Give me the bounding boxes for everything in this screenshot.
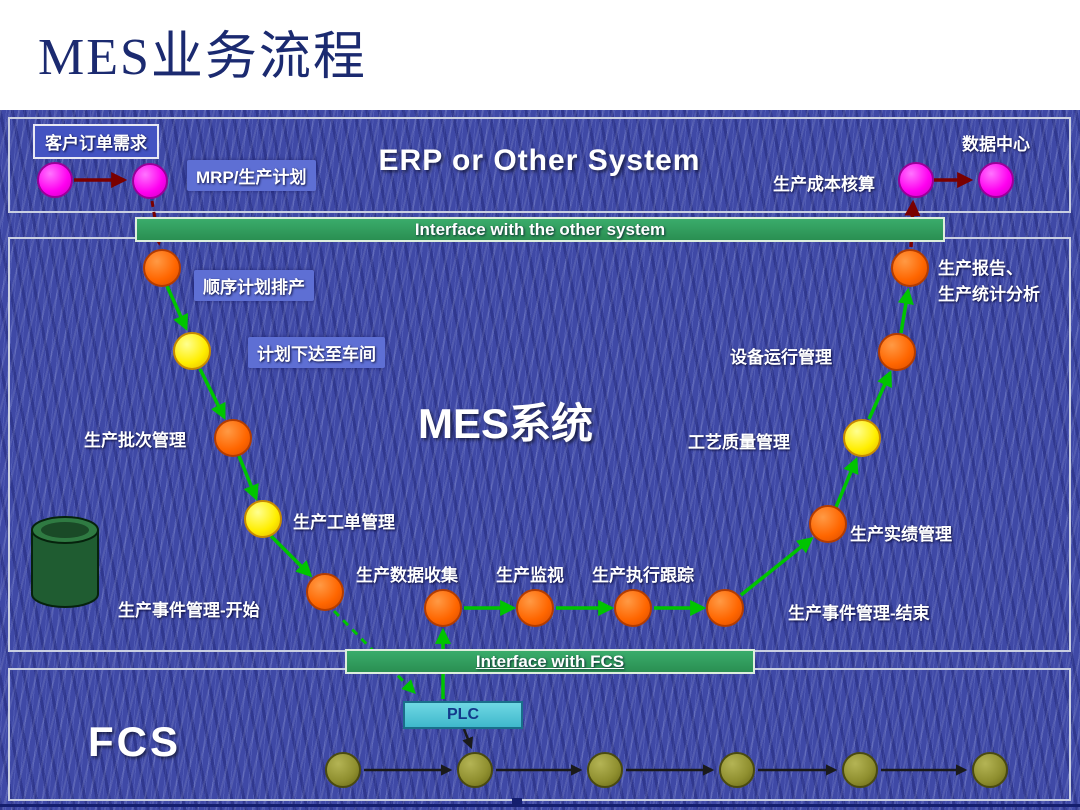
- erp-section-panel: [8, 117, 1071, 213]
- page-title: MES业务流程: [38, 29, 367, 86]
- slide-bottom-tick: [512, 798, 522, 804]
- node-fcs-1: [325, 752, 361, 788]
- label-mrp: MRP/生产计划: [187, 160, 316, 191]
- label-report-line1: 生产报告、: [938, 259, 1023, 278]
- node-event-end: [706, 589, 744, 627]
- label-seq-plan: 顺序计划排产: [194, 270, 314, 301]
- mes-section-title: MES系统: [418, 400, 594, 447]
- label-event-end: 生产事件管理-结束: [788, 604, 930, 623]
- label-quality: 工艺质量管理: [688, 433, 790, 452]
- label-data-collect: 生产数据收集: [356, 566, 458, 585]
- label-performance: 生产实绩管理: [850, 525, 952, 544]
- label-batch: 生产批次管理: [84, 431, 186, 450]
- label-cost-accounting: 生产成本核算: [773, 175, 875, 194]
- label-workorder: 生产工单管理: [293, 513, 395, 532]
- interface-fcs-banner: Interface with FCS: [345, 649, 755, 674]
- label-monitor: 生产监视: [496, 566, 564, 585]
- database-cylinder-icon: [31, 516, 99, 608]
- label-event-start: 生产事件管理-开始: [118, 601, 260, 620]
- plc-box: PLC: [403, 701, 523, 729]
- node-cost-accounting: [898, 162, 934, 198]
- node-event-start: [306, 573, 344, 611]
- node-quality: [843, 419, 881, 457]
- node-fcs-6: [972, 752, 1008, 788]
- label-report-line2: 生产统计分析: [938, 285, 1040, 304]
- node-mrp-plan: [132, 163, 168, 199]
- label-dispatch: 计划下达至车间: [248, 337, 385, 368]
- node-data-collect: [424, 589, 462, 627]
- erp-section-title: ERP or Other System: [378, 144, 701, 177]
- node-track: [614, 589, 652, 627]
- node-workorder: [244, 500, 282, 538]
- node-seq-plan: [143, 249, 181, 287]
- label-data-center: 数据中心: [962, 135, 1030, 154]
- node-data-center: [978, 162, 1014, 198]
- interface-erp-banner: Interface with the other system: [135, 217, 945, 242]
- label-track: 生产执行跟踪: [592, 566, 694, 585]
- label-equipment: 设备运行管理: [730, 348, 832, 367]
- node-batch: [214, 419, 252, 457]
- node-performance: [809, 505, 847, 543]
- node-monitor: [516, 589, 554, 627]
- node-report: [891, 249, 929, 287]
- fcs-section-title: FCS: [88, 718, 181, 765]
- node-fcs-4: [719, 752, 755, 788]
- node-customer-order: [37, 162, 73, 198]
- node-fcs-3: [587, 752, 623, 788]
- node-fcs-5: [842, 752, 878, 788]
- node-dispatch: [173, 332, 211, 370]
- node-fcs-2: [457, 752, 493, 788]
- node-equipment: [878, 333, 916, 371]
- label-customer-order: 客户订单需求: [33, 124, 159, 159]
- slide-bottom-border: [0, 804, 1080, 807]
